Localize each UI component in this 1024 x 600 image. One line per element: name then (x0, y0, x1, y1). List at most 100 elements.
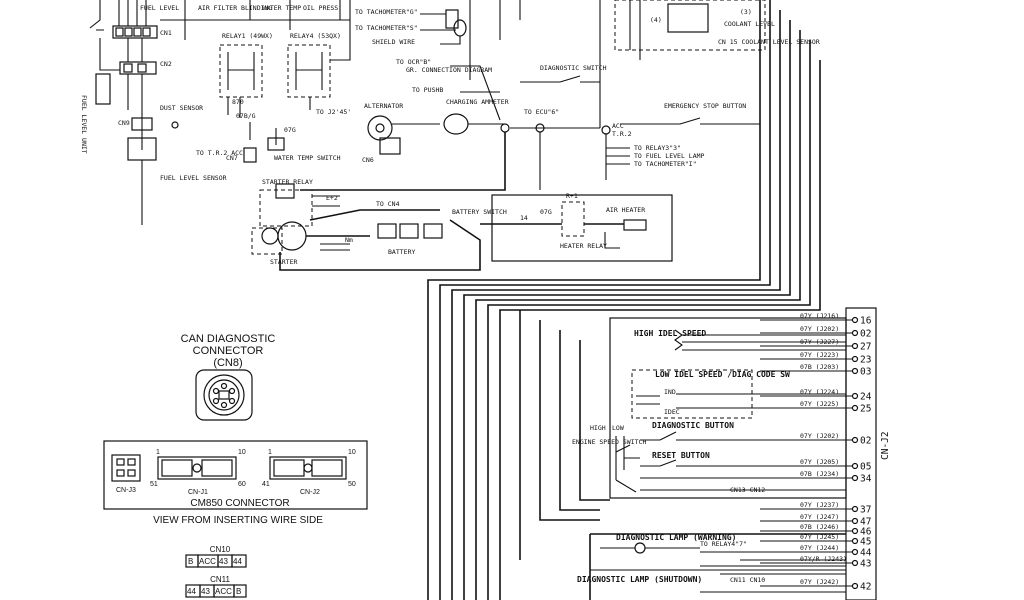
cnj2-pin-wire-label: 07Y (J202) (800, 432, 839, 440)
svg-text:Nm: Nm (345, 236, 353, 244)
cnj2-pin-terminal (851, 559, 859, 567)
coolant-block: (4) (3) COOLANT LEVEL CN 15 COOLANT LEVE… (614, 0, 820, 60)
svg-text:14: 14 (520, 214, 528, 222)
cn11-cell-0: 44 (187, 587, 196, 596)
alternator-label: ALTERNATOR (364, 102, 403, 110)
can-title-3: (CN8) (213, 357, 242, 369)
cn2-label: CN2 (160, 60, 172, 68)
can-title-1: CAN DIAGNOSTIC (181, 333, 276, 345)
cnj2-pin-number: 03 (860, 367, 871, 378)
high-idel-label: HIGH IDEL SPEED (634, 329, 706, 338)
engine-speed-switch: HIGH LOW ENGINE SPEED SWITCH CN13 CN12 (572, 424, 765, 494)
cnj2-pin-wire-label: 07Y (J227) (800, 338, 839, 346)
shield-wire: SHIELD WIRE (372, 38, 415, 46)
cnj2-pin-terminal (851, 505, 859, 513)
battery-label: BATTERY (388, 248, 415, 256)
cnj2-pin-terminal (851, 329, 859, 337)
cn11-cell-3: B (236, 587, 241, 596)
cn10-block: CN10 B ACC 43 44 (185, 545, 247, 568)
cnj3-label: CN-J3 (116, 487, 136, 494)
emergency-stop-label: EMERGENCY STOP BUTTON (664, 102, 746, 110)
low-label: LOW (612, 424, 624, 432)
cnj2-pin-wire-label: 07Y (J242) (800, 578, 839, 586)
heater-area: R+1 HEATER RELAY AIR HEATER 14 07G (480, 192, 673, 262)
to-tach-s: TO TACHOMETER"S" (355, 24, 418, 32)
low-idel-speed: LOW IDEL SPEED /DIAG CODE SW IND IDEC (631, 369, 846, 419)
cn9-label: CN9 (118, 119, 130, 127)
starter-relay-label: STARTER RELAY (262, 178, 313, 186)
to-tach-i: TO TACHOMETER"I" (634, 160, 697, 168)
svg-text:870: 870 (232, 98, 244, 106)
tr2-label: T.R.2 (612, 130, 632, 138)
cnj2-pin-wire-label: 07Y (J237) (800, 501, 839, 509)
gr-connection: GR. CONNECTION DIAGRAM (406, 66, 492, 74)
j2-n41: 41 (262, 481, 270, 488)
diag-lamp-warn-label: DIAGNOSTIC LAMP (WARNING) (616, 533, 736, 542)
fuel-level-sensor-label: FUEL LEVEL SENSOR (160, 174, 227, 182)
cnj2-pin-wire-label: 07Y (J245) (800, 533, 839, 541)
cn10-cell-0: B (188, 557, 193, 566)
cnj2-pin-wire-label: 07Y (J225) (800, 400, 839, 408)
cnj2-pin-terminal (851, 367, 859, 375)
cnj2-pin-terminal (851, 548, 859, 556)
cn6-label: CN6 (362, 156, 374, 164)
charging-ammeter-label: CHARGING AMMETER (446, 98, 509, 106)
cnj2-pin-number: 34 (860, 474, 872, 485)
cnj2-pin-wire-label: 07Y (J216) (800, 312, 839, 320)
cnj2-pin-number: 37 (860, 505, 871, 516)
idec-label: IDEC (664, 408, 680, 416)
svg-text:R+1: R+1 (566, 192, 578, 200)
starter-label: STARTER (270, 258, 297, 266)
svg-text:07B/G: 07B/G (236, 112, 256, 120)
cn11-cell-2: ACC (215, 587, 232, 596)
to-fuel-lamp: TO FUEL LEVEL LAMP (634, 152, 705, 160)
acc-label: ACC (612, 122, 624, 130)
cn2-block: CN2 FUEL LEVEL UNIT DUST SENSOR (80, 38, 203, 154)
j2-n50: 50 (348, 481, 356, 488)
cnj2-pin-number: 47 (860, 517, 871, 528)
cn15-label: CN 15 COOLANT LEVEL SENSOR (718, 38, 820, 46)
cnj2-pin-number: 44 (860, 548, 872, 559)
cnj2-pin-wire-label: 07B (J246) (800, 523, 839, 531)
dust-sensor-label: DUST SENSOR (160, 104, 203, 112)
fuel-level-unit-label: FUEL LEVEL UNIT (80, 95, 88, 154)
engine-speed-switch-line: ENGINE SPEED SWITCH (572, 438, 646, 446)
j1-n60: 60 (238, 481, 246, 488)
cnj2-pin-wire-label: 07Y (J224) (800, 388, 839, 396)
cnj2-pin-wire-label: 07Y (J244) (800, 544, 839, 552)
alternator-area: ALTERNATOR CN6 CHARGING AMMETER (300, 98, 510, 191)
high-label: HIGH (590, 424, 606, 432)
oil-press-label: OIL PRESS (303, 4, 338, 12)
cn10-label: CN10 (210, 545, 231, 554)
cnj2-pin-terminal (851, 316, 859, 324)
cnj2-pin-terminal (851, 537, 859, 545)
j2-n1: 1 (268, 449, 272, 456)
cnj2-pin-number: 43 (860, 559, 871, 570)
cnj2-pin-number: 23 (860, 355, 871, 366)
cn10-cell-2: 43 (219, 557, 228, 566)
j1-n10: 10 (238, 449, 246, 456)
can-diagnostic-connector: CAN DIAGNOSTIC CONNECTOR (CN8) (181, 333, 276, 421)
cnj2-pin-wire-label: 07Y (J223) (800, 351, 839, 359)
to-relay3: TO RELAY3"3" (634, 144, 681, 152)
diag-switch-label: DIAGNOSTIC SWITCH (540, 64, 607, 72)
can-title-2: CONNECTOR (193, 345, 264, 357)
cnj2-pin-terminal (851, 436, 859, 444)
svg-text:(4): (4) (650, 16, 662, 24)
cnj2-pin-wire-label: 07Y (J205) (800, 458, 839, 466)
heater-relay-label: HEATER RELAY (560, 242, 607, 250)
water-temp-switch: 07B/G 07G WATER TEMP SWITCH TO T.R.2 ACC… (196, 112, 341, 163)
cnj2-pin-terminal (851, 404, 859, 412)
cnj2-pin-number: 24 (860, 392, 872, 403)
cn1-block: CN1 FUEL LEVEL (89, 0, 179, 39)
cn10-cell-1: ACC (199, 557, 216, 566)
cnj2-pin-terminal (851, 342, 859, 350)
cn13-cn12-label: CN13 CN12 (730, 486, 765, 494)
cnj2-pin-wire-label: 07Y/R (J243) (800, 555, 847, 563)
j1-n1: 1 (156, 449, 160, 456)
cnj2-pin-number: 45 (860, 537, 871, 548)
cnj2-pin-terminal (851, 392, 859, 400)
cn7-label: CN7 (226, 154, 238, 162)
cnj2-pin-number: 02 (860, 436, 871, 447)
